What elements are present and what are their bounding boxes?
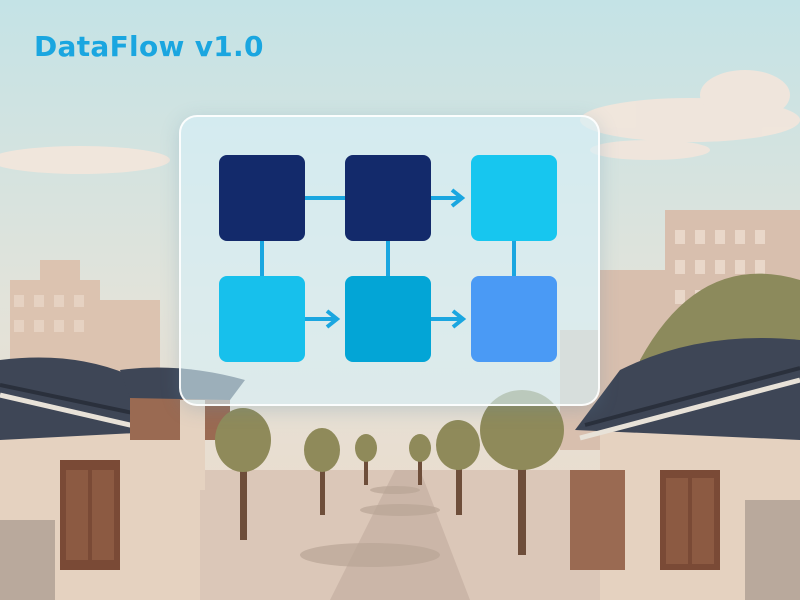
flow-node-5[interactable] — [345, 276, 431, 362]
flow-node-1[interactable] — [219, 155, 305, 241]
flow-node-3[interactable] — [471, 155, 557, 241]
flow-node-4[interactable] — [219, 276, 305, 362]
flow-node-6[interactable] — [471, 276, 557, 362]
app-title: DataFlow v1.0 — [34, 30, 264, 63]
flow-node-2[interactable] — [345, 155, 431, 241]
